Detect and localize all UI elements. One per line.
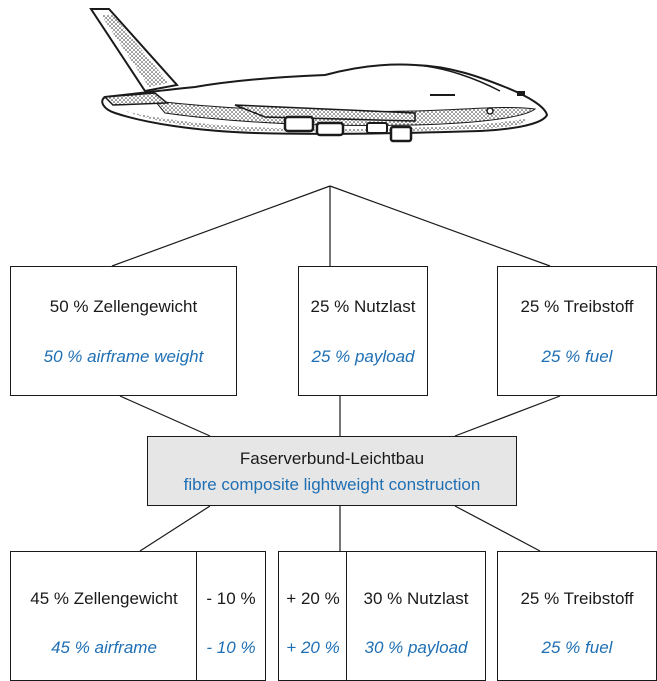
bottom-box-minus-de: - 10 % bbox=[206, 589, 256, 608]
bottom-box-plus: + 20 % + 20 % bbox=[278, 551, 348, 681]
bottom-box-plus-de: + 20 % bbox=[286, 589, 340, 608]
bottom-box-airframe-de: 45 % Zellengewicht bbox=[30, 589, 178, 608]
bottom-box-fuel-de: 25 % Treibstoff bbox=[520, 589, 634, 608]
top-box-payload-en: 25 % payload bbox=[311, 347, 415, 366]
bottom-box-minus: - 10 % - 10 % bbox=[196, 551, 266, 681]
bottom-box-fuel-en: 25 % fuel bbox=[541, 638, 613, 657]
top-box-payload-de: 25 % Nutzlast bbox=[310, 297, 416, 316]
bottom-box-airframe-en: 45 % airframe bbox=[51, 638, 157, 657]
bottom-box-airframe: 45 % Zellengewicht 45 % airframe bbox=[10, 551, 198, 681]
center-box-de: Faserverbund-Leichtbau bbox=[239, 449, 425, 468]
center-box: Faserverbund-Leichtbau fibre composite l… bbox=[147, 436, 517, 506]
bottom-box-fuel: 25 % Treibstoff 25 % fuel bbox=[497, 551, 657, 681]
top-box-airframe-de: 50 % Zellengewicht bbox=[49, 297, 198, 316]
bottom-box-payload-de: 30 % Nutzlast bbox=[363, 589, 469, 608]
bottom-box-plus-en: + 20 % bbox=[286, 638, 340, 657]
jumbo-jet-icon bbox=[89, 8, 549, 143]
bottom-box-payload-en: 30 % payload bbox=[364, 638, 468, 657]
top-box-airframe: 50 % Zellengewicht 50 % airframe weight bbox=[10, 266, 237, 396]
bottom-box-payload: 30 % Nutzlast 30 % payload bbox=[346, 551, 486, 681]
top-box-airframe-en: 50 % airframe weight bbox=[43, 347, 204, 366]
top-box-payload: 25 % Nutzlast 25 % payload bbox=[298, 266, 428, 396]
center-box-en: fibre composite lightweight construction bbox=[183, 475, 481, 494]
top-box-fuel-en: 25 % fuel bbox=[541, 347, 613, 366]
top-box-fuel: 25 % Treibstoff 25 % fuel bbox=[497, 266, 657, 396]
top-box-fuel-de: 25 % Treibstoff bbox=[520, 297, 634, 316]
bottom-box-minus-en: - 10 % bbox=[206, 638, 256, 657]
